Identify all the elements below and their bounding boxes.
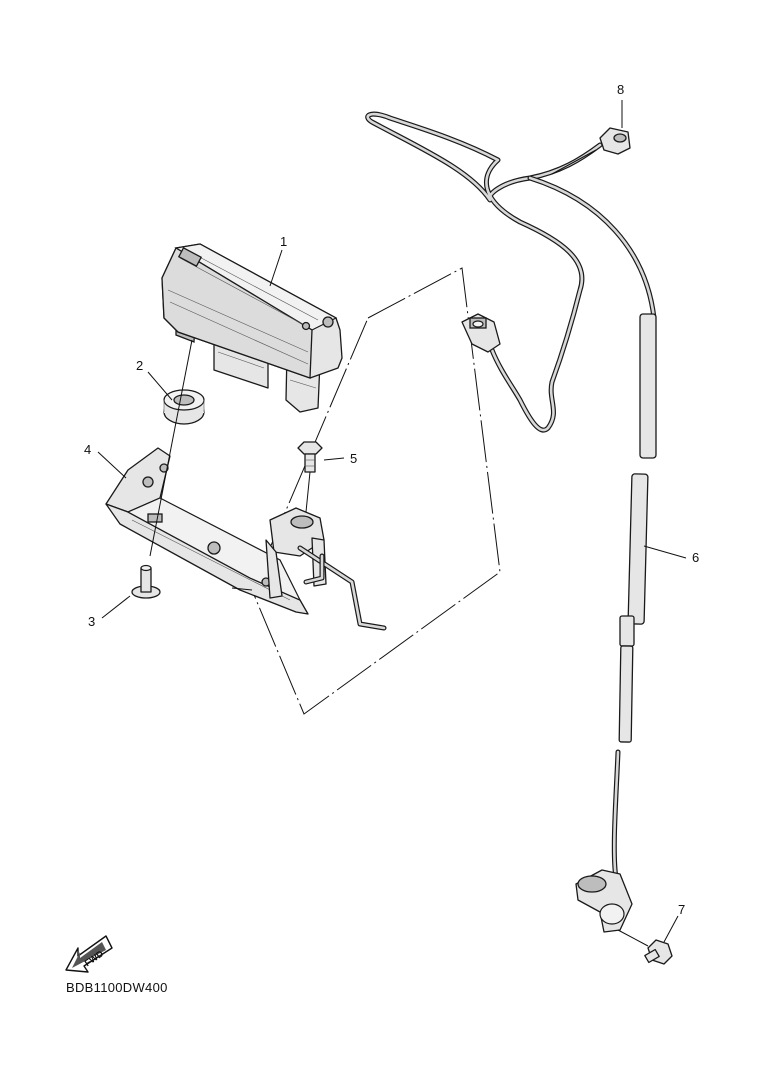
collar bbox=[131, 564, 161, 599]
leader-2b bbox=[149, 339, 193, 557]
leader-frame bbox=[231, 587, 253, 591]
leader-5 bbox=[323, 457, 345, 461]
assembly-group-frame bbox=[251, 267, 501, 715]
callout-2: 2 bbox=[136, 358, 143, 373]
leader-5b bbox=[305, 471, 311, 513]
callout-6: 6 bbox=[692, 550, 699, 565]
bolt bbox=[297, 441, 323, 473]
leader-4 bbox=[97, 451, 127, 479]
sensor-bolt bbox=[644, 939, 673, 965]
leader-8b bbox=[551, 149, 597, 175]
meter-assembly bbox=[161, 243, 343, 413]
sensor-lead bbox=[365, 111, 657, 933]
leader-7b bbox=[617, 929, 649, 947]
leader-2 bbox=[147, 371, 173, 401]
callout-1: 1 bbox=[280, 234, 287, 249]
leader-6 bbox=[643, 545, 687, 559]
fwd-arrow-icon: FWD bbox=[65, 935, 113, 973]
diagram-code: BDB1100DW400 bbox=[66, 980, 168, 995]
callout-8: 8 bbox=[617, 82, 624, 97]
callout-7: 7 bbox=[678, 902, 685, 917]
callout-5: 5 bbox=[350, 451, 357, 466]
leader-1 bbox=[269, 249, 283, 287]
callout-3: 3 bbox=[88, 614, 95, 629]
callout-4: 4 bbox=[84, 442, 91, 457]
meter-bracket bbox=[105, 447, 387, 631]
grommet bbox=[163, 389, 205, 425]
leader-3 bbox=[101, 595, 131, 619]
leader-7 bbox=[663, 915, 679, 943]
connector-clip bbox=[599, 127, 631, 155]
